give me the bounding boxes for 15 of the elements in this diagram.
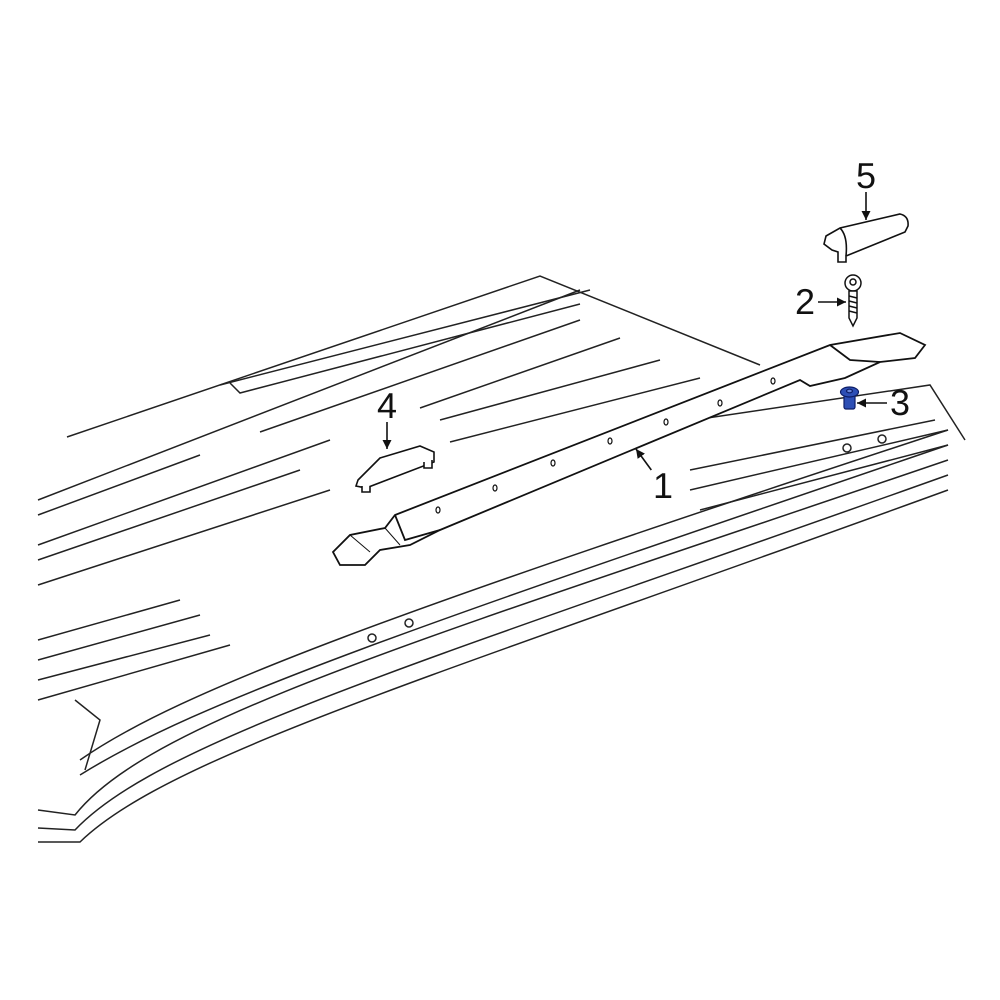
leader-arrow (635, 448, 652, 470)
callout-number: 5 (856, 158, 876, 194)
roof-rail-drawing (332, 332, 926, 566)
callout-number: 2 (795, 284, 816, 320)
callout-number: 1 (653, 468, 674, 504)
screw-drawing (844, 274, 862, 328)
leader-arrow (862, 192, 870, 220)
end-cap-drawing (354, 445, 435, 493)
callout-number: 4 (377, 388, 398, 424)
leader-arrow (382, 422, 392, 449)
callout-number: 3 (890, 385, 910, 421)
end-cover-drawing (823, 213, 909, 263)
leader-arrow (818, 298, 846, 306)
leader-arrow (857, 398, 887, 408)
bolt-drawing (840, 386, 860, 410)
